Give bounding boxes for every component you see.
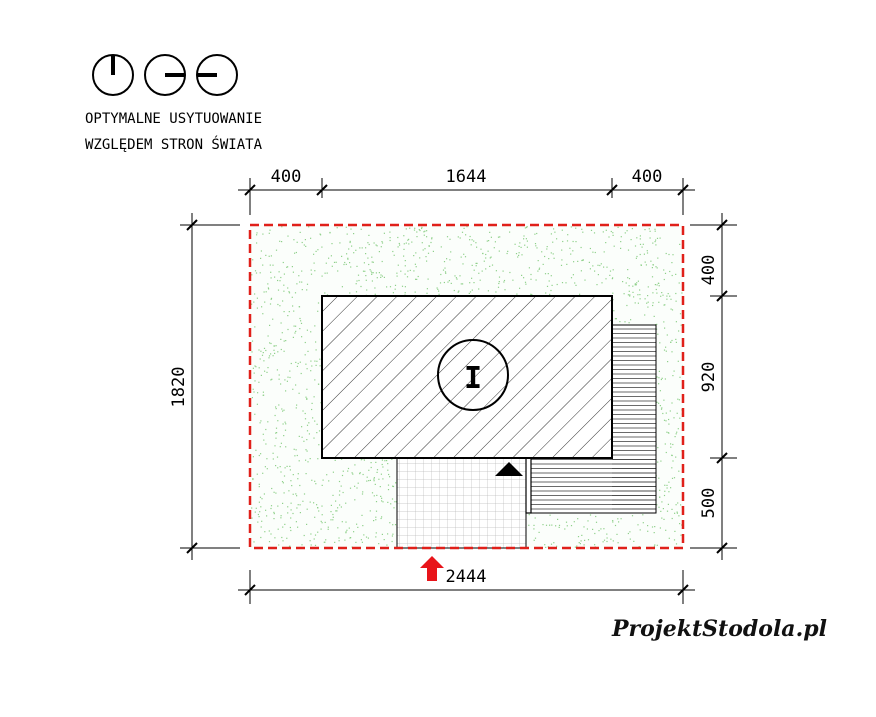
orientation-west-icon — [196, 54, 238, 96]
dim-right-top: 400 — [699, 255, 719, 286]
legend-line-2: WZGLĘDEM STRON ŚWIATA — [85, 135, 263, 153]
dim-right-bottom: 500 — [699, 488, 719, 519]
dimension-top — [238, 178, 695, 215]
dim-bottom: 2444 — [446, 567, 487, 587]
dimension-left — [180, 213, 240, 560]
legend-line-1: OPTYMALNE USYTUOWANIE — [85, 111, 262, 127]
entrance-arrow-icon — [420, 556, 444, 581]
dimension-right — [690, 213, 737, 560]
orientation-north-icon — [92, 54, 134, 96]
dim-right-middle: 920 — [699, 362, 719, 393]
dim-top-left: 400 — [271, 167, 302, 187]
entrance-triangle-icon — [495, 462, 523, 476]
plot-boundary — [248, 223, 685, 550]
dimension-bottom — [238, 570, 695, 604]
house-footprint: I — [321, 295, 613, 459]
dim-top-middle: 1644 — [446, 167, 487, 187]
terrace — [525, 324, 657, 514]
dim-left: 1820 — [169, 367, 189, 408]
dim-top-right: 400 — [632, 167, 663, 187]
watermark-logo: ProjektStodola.pl — [611, 616, 827, 642]
orientation-east-icon — [144, 54, 186, 96]
house-label: I — [464, 361, 482, 396]
